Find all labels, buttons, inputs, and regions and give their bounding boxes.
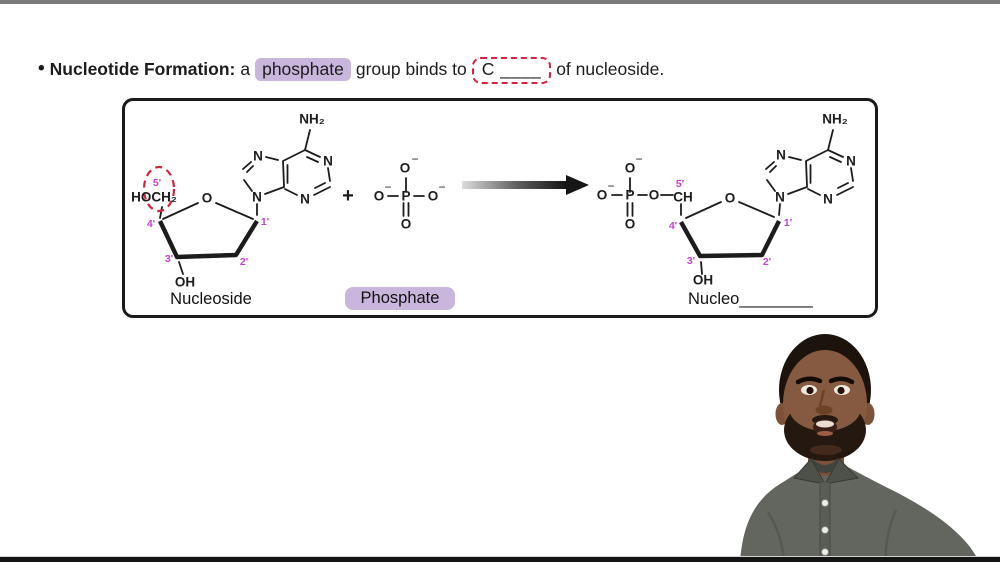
presenter-shirt [740,462,980,562]
nucleotide-bonds [611,129,854,275]
shirt-button-2 [821,526,829,534]
sugar-ring-bold-bonds [158,219,259,260]
nucleotide-double-bonds [626,156,849,217]
phosphate-structure [387,177,425,217]
label-nucleoside: Nucleoside [170,290,252,308]
heading-text-tail: of nucleoside. [556,59,665,79]
atom-label: P [401,189,410,204]
bullet-point: • [38,58,45,79]
atom-label: N [823,192,833,207]
atom-label: HOCH₂ [131,190,177,205]
top-letterbox-bar [0,0,1000,4]
atom-label: 3' [687,255,695,267]
atom-label: + [342,185,354,207]
atom-label: 4' [669,220,677,232]
heading: • Nucleotide Formation: a phosphate grou… [38,57,664,84]
presenter-eyebrow-left [795,376,823,385]
nucleoside-bonds [159,129,331,275]
presenter-neck-shadow [810,445,842,455]
atom-label: − [438,180,445,194]
presenter [740,334,980,562]
product-sugar-bold-bonds [679,220,781,259]
presenter-collar-left [793,458,826,485]
heading-title: Nucleotide Formation: [49,59,236,79]
reaction-arrow [462,175,589,195]
atom-label: − [384,180,391,194]
atom-label: N [323,154,333,169]
nucleoside-double-bonds [246,156,326,189]
phosphate-bonds [387,177,425,197]
atom-label: O [597,188,608,203]
shirt-button-1 [821,499,829,507]
presenter-placket [819,481,831,562]
atom-label: 2' [763,256,771,268]
atom-label: 5' [676,178,684,190]
c5-annotation-ellipse [142,165,176,213]
label-nucleotide-blank: Nucleo________ [688,290,813,308]
atom-label: N [253,149,263,164]
presenter-iris-left [806,386,814,395]
atom-label: O [625,217,636,232]
presenter-lower-lip [817,431,833,436]
atom-label: N [776,148,786,163]
arrow-head [566,175,589,195]
atom-label: OH [175,275,195,290]
atom-label: − [607,179,614,193]
atom-label: O [202,191,213,206]
atom-label: 3' [165,253,173,265]
presenter-iris-right [837,386,845,395]
presenter-eyebrow-right [828,376,855,385]
atom-label: N [775,190,785,205]
atom-label: P [625,188,634,203]
phosphate-double-bond [402,202,410,217]
atom-label: 4' [147,218,155,230]
heading-text-pre: a [240,59,251,79]
atom-label: O [625,161,636,176]
atom-label: NH₂ [299,112,325,127]
presenter-nose-bridge [818,389,826,407]
label-phosphate: Phosphate [345,287,455,310]
presenter-collar-right [824,458,860,485]
heading-text-mid: group binds to [355,59,467,79]
atom-label: O [725,191,736,206]
atom-label: O [401,217,412,232]
atom-label: 1' [261,216,269,228]
atom-label: NH₂ [822,112,848,127]
atom-label: O [400,161,411,176]
atom-label: O [374,189,385,204]
atom-label: N [846,154,856,169]
atom-label: N [300,192,310,207]
atom-label: − [635,152,642,166]
presenter-teeth [816,420,834,428]
shirt-button-3 [821,548,829,556]
presenter-video-overlay [740,334,980,562]
atom-label: N [252,190,262,205]
nucleotide-structure [611,129,854,275]
atom-label: − [411,152,418,166]
presenter-nose [815,405,833,415]
atom-label: O [649,188,660,203]
phosphate-highlight: phosphate [255,58,351,81]
c5-blank-dashed-box: C ____ [471,57,552,84]
atom-label: 1' [784,217,792,229]
bottom-letterbox-bar [0,556,1000,562]
atom-label: 5' [153,177,161,189]
atom-label: CH [673,190,693,205]
atom-label: O [428,189,439,204]
nucleoside-structure [142,129,331,275]
atom-label: OH [693,273,713,288]
arrow-shaft [462,181,566,189]
atom-label: 2' [240,256,248,268]
